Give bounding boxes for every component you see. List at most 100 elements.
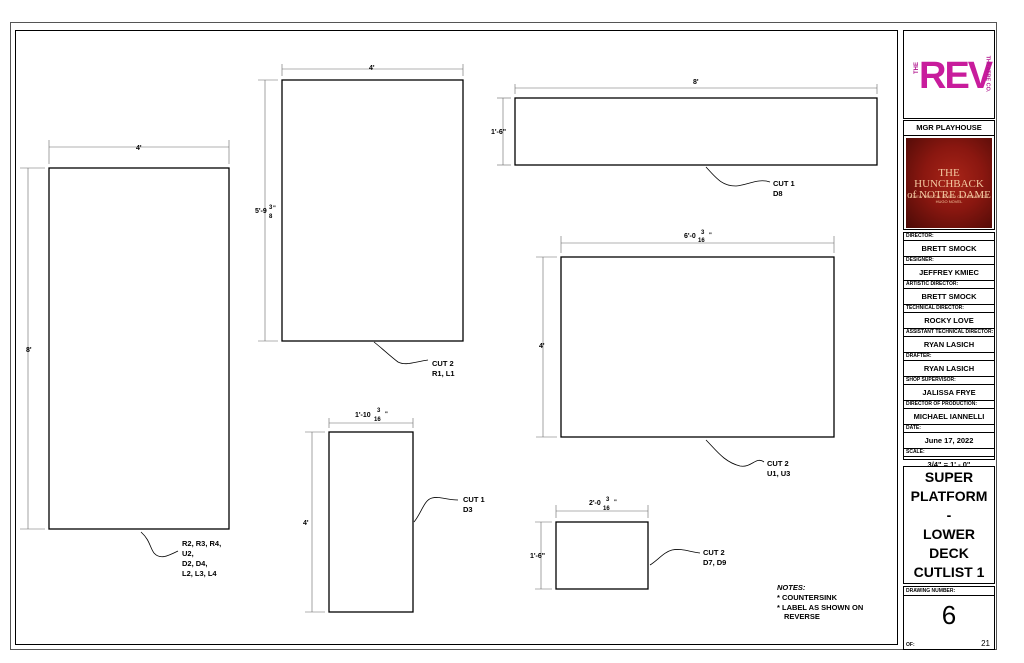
piece-a-outline bbox=[48, 167, 230, 530]
piece-b-height-label: 5'-9 3 8 " bbox=[255, 205, 276, 220]
piece-e-cut-line-2: D3 bbox=[463, 505, 473, 514]
show-poster: THE HUNCHBACK of NOTRE DAME A NEW MUSICA… bbox=[906, 138, 992, 228]
credits-block: DIRECTOR: BRETT SMOCK DESIGNER: JEFFREY … bbox=[903, 232, 995, 469]
notes: NOTES: * COUNTERSINK * LABEL AS SHOWN ON… bbox=[777, 583, 863, 621]
piece-f-width-mark: " bbox=[614, 500, 617, 506]
piece-c-outline bbox=[514, 97, 878, 166]
credit-value-director-of-production: MICHAEL IANNELLI bbox=[904, 408, 994, 424]
piece-d-width-frac-num: 3 bbox=[701, 230, 705, 236]
piece-c-cut-line-2: D8 bbox=[773, 189, 783, 198]
drawing-title-line-4: LOWER bbox=[922, 526, 976, 542]
piece-a-width-dimension bbox=[48, 140, 230, 164]
piece-f-height-dimension bbox=[535, 521, 552, 590]
credit-value-technical-director: ROCKY LOVE bbox=[904, 312, 994, 328]
piece-e-height-dimension bbox=[305, 431, 325, 613]
drawing-number: 6 bbox=[941, 600, 957, 630]
piece-f-width-dimension bbox=[555, 505, 649, 518]
note-item-2: * LABEL AS SHOWN ON bbox=[777, 603, 863, 612]
drawing-title-line-3: - bbox=[946, 507, 952, 523]
poster-subtitle: A NEW MUSICAL BASED ON THE VICTOR HUGO N… bbox=[909, 194, 989, 204]
piece-d-height-label: 4' bbox=[539, 343, 545, 350]
piece-f-width-label: 2'-0 3 16 " bbox=[589, 497, 617, 512]
credit-label-date: DATE: bbox=[904, 424, 994, 432]
credit-value-scale: 3/4" = 1' - 0" bbox=[904, 456, 994, 472]
piece-b-width-label: 4' bbox=[369, 65, 375, 72]
credit-value-designer: JEFFREY KMIEC bbox=[904, 264, 994, 280]
poster-title-line-2: of NOTRE DAME bbox=[907, 189, 991, 201]
piece-e-width-label: 1'-10 3 16 " bbox=[355, 408, 388, 423]
notes-title: NOTES: bbox=[777, 583, 806, 592]
piece-f-leader bbox=[649, 549, 701, 566]
company-logo-block: THE REV THEATRE CO. bbox=[903, 30, 995, 119]
piece-e-width-dimension bbox=[328, 418, 414, 428]
piece-b-height-frac-den: 8 bbox=[269, 214, 273, 220]
piece-e-outline bbox=[328, 431, 414, 613]
piece-e-leader bbox=[413, 497, 459, 523]
piece-d-width-main: 6'-0 bbox=[684, 233, 696, 240]
piece-a-height-label: 8' bbox=[26, 347, 32, 354]
note-item-3: REVERSE bbox=[784, 612, 820, 621]
drawing-of-label: OF: bbox=[906, 642, 915, 648]
piece-e-width-frac-den: 16 bbox=[374, 417, 381, 423]
credit-label-assistant-technical-director: ASSISTANT TECHNICAL DIRECTOR: bbox=[904, 328, 994, 335]
poster-title-line-1: THE HUNCHBACK bbox=[914, 167, 984, 190]
drawing-number-block: DRAWING NUMBER: 6 OF: 21 bbox=[903, 586, 995, 650]
credit-value-drafter: RYAN LASICH bbox=[904, 360, 994, 376]
credit-label-scale: SCALE: bbox=[904, 448, 994, 456]
venue-block: MGR PLAYHOUSE THE HUNCHBACK of NOTRE DAM… bbox=[903, 120, 995, 230]
piece-b-height-dimension bbox=[258, 79, 278, 342]
credit-label-director-of-production: DIRECTOR OF PRODUCTION: bbox=[904, 400, 994, 408]
piece-f-width-frac-num: 3 bbox=[606, 497, 610, 503]
piece-b-height-main: 5'-9 bbox=[255, 208, 267, 215]
piece-e-width-frac-num: 3 bbox=[377, 408, 381, 414]
drawing-title-line-6: CUTLIST 1 bbox=[913, 564, 985, 580]
piece-a-cut-line-3: D2, D4, bbox=[182, 559, 207, 568]
piece-c-height-label: 1'-6" bbox=[491, 129, 506, 136]
piece-f-width-frac-den: 16 bbox=[603, 506, 610, 512]
piece-a-cut-line-4: L2, L3, L4 bbox=[182, 569, 217, 578]
piece-e-width-main: 1'-10 bbox=[355, 412, 371, 419]
logo-suffix: THEATRE CO. bbox=[984, 55, 991, 92]
credit-value-assistant-technical-director: RYAN LASICH bbox=[904, 336, 994, 352]
piece-c-cut-line-1: CUT 1 bbox=[773, 179, 795, 188]
credit-label-artistic-director: ARTISTIC DIRECTOR: bbox=[904, 280, 994, 288]
credit-label-technical-director: TECHNICAL DIRECTOR: bbox=[904, 304, 994, 312]
drawing-title-line-2: PLATFORM bbox=[910, 488, 988, 504]
logo-name: REV bbox=[919, 54, 993, 97]
piece-b-outline bbox=[281, 79, 464, 342]
piece-f-height-label: 1'-6" bbox=[530, 553, 545, 560]
piece-c-width-dimension bbox=[514, 84, 878, 94]
credit-label-designer: DESIGNER: bbox=[904, 256, 994, 264]
piece-b-height-frac-num: 3 bbox=[269, 205, 273, 211]
note-item-1: * COUNTERSINK bbox=[777, 593, 838, 602]
credit-label-shop-supervisor: SHOP SUPERVISOR: bbox=[904, 376, 994, 384]
piece-c-height-dimension bbox=[497, 97, 511, 166]
piece-d-width-label: 6'-0 3 16 " bbox=[684, 230, 712, 244]
piece-f-cut-line-2: D7, D9 bbox=[703, 558, 726, 567]
piece-d-width-dimension bbox=[560, 236, 835, 253]
piece-c-width-label: 8' bbox=[693, 79, 699, 86]
poster-title: THE HUNCHBACK of NOTRE DAME bbox=[906, 168, 992, 201]
piece-f-outline bbox=[555, 521, 649, 590]
credit-value-artistic-director: BRETT SMOCK bbox=[904, 288, 994, 304]
piece-f-width-main: 2'-0 bbox=[589, 500, 601, 507]
drawing-number-label: DRAWING NUMBER: bbox=[904, 587, 994, 596]
piece-c-leader bbox=[705, 166, 771, 187]
dimension-labels: 4' 8' 4' 5'-9 3 8 " 8' 1'-6" 6'-0 3 16 "… bbox=[26, 65, 712, 560]
drawing-sheet-border bbox=[10, 22, 997, 650]
piece-b-width-dimension bbox=[281, 64, 464, 76]
drawing-title-block: SUPER PLATFORM - LOWER DECK CUTLIST 1 bbox=[903, 466, 995, 584]
piece-b-cut-line-2: R1, L1 bbox=[432, 369, 455, 378]
piece-e-width-mark: " bbox=[385, 412, 388, 418]
venue-title: MGR PLAYHOUSE bbox=[904, 121, 994, 136]
piece-d-cut-line-1: CUT 2 bbox=[767, 459, 789, 468]
piece-a-height-dimension bbox=[20, 167, 45, 530]
piece-d-outline bbox=[560, 256, 835, 438]
piece-d-width-frac-den: 16 bbox=[698, 238, 705, 244]
credit-label-drafter: DRAFTER: bbox=[904, 352, 994, 360]
piece-b-leader bbox=[373, 341, 429, 365]
piece-b-height-mark: " bbox=[273, 206, 276, 212]
piece-b-cut-line-1: CUT 2 bbox=[432, 359, 454, 368]
drawing-title-line-5: DECK bbox=[929, 545, 969, 561]
